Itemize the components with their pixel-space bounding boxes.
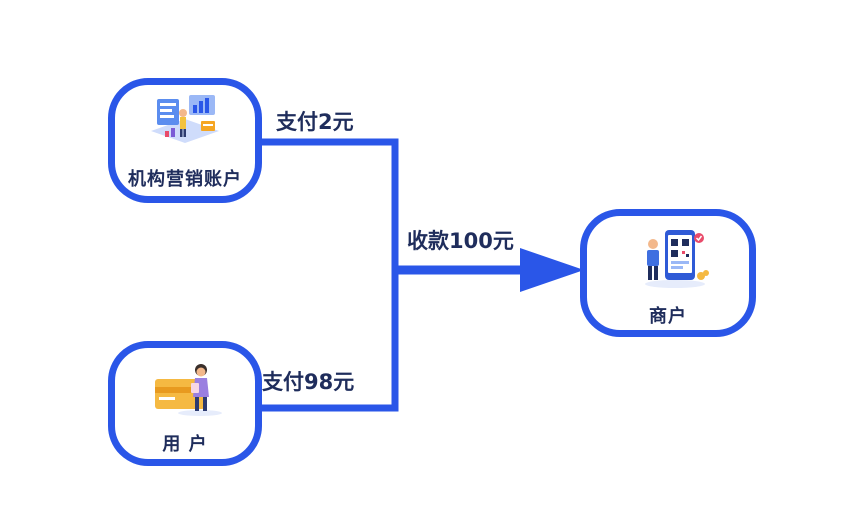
user-label: 用 户: [162, 434, 208, 455]
institution-node: 机构营销账户: [108, 78, 262, 203]
marketing-dashboard-icon: [151, 95, 219, 143]
user-node: 用 户: [108, 341, 262, 466]
merchant-receive-label: 收款100元: [407, 229, 514, 253]
institution-connector: [258, 138, 399, 270]
merchant-label: 商户: [649, 306, 687, 327]
institution-payment-label: 支付2元: [276, 110, 354, 134]
arrow-head-icon: [520, 248, 584, 292]
user-connector: [258, 268, 399, 412]
qr-payment-phone-icon: [645, 230, 709, 288]
institution-label: 机构营销账户: [128, 169, 242, 190]
user-with-card-icon: [155, 364, 222, 416]
merchant-node: 商户: [580, 209, 756, 337]
user-payment-label: 支付98元: [262, 370, 355, 394]
